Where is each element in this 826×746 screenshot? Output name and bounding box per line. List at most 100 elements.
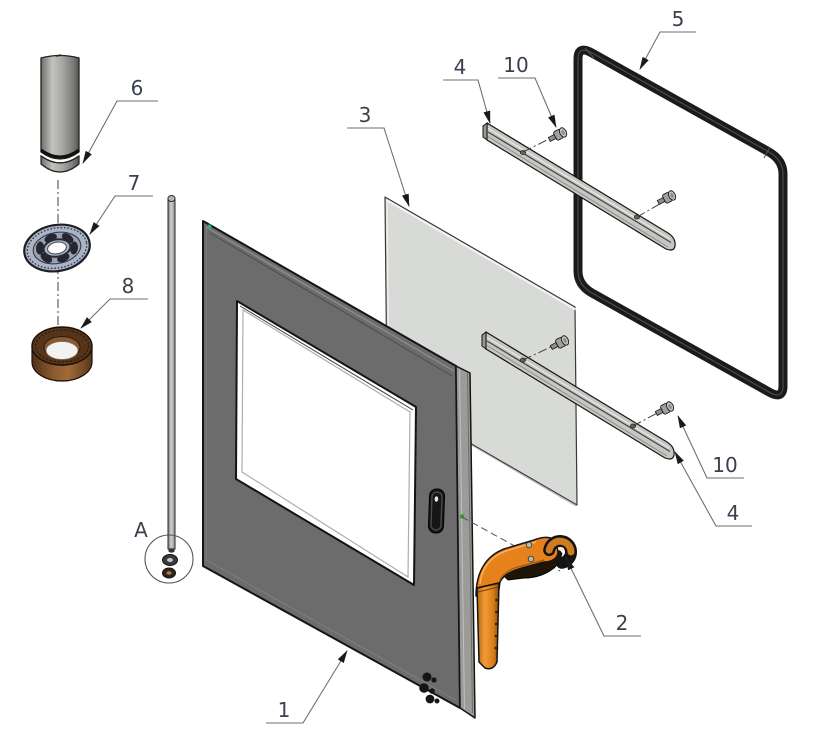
screw-top-right: [655, 189, 678, 208]
callout-4-top-leader: [443, 79, 491, 124]
callouts: 6 7 8 3 4 10 5 10: [80, 7, 752, 724]
washer-hole: [47, 241, 67, 255]
handle-grip-joint: [476, 582, 500, 589]
bracket-end-cap: [482, 122, 488, 141]
spoked-washer: [23, 223, 91, 273]
cylinder-groove: [40, 148, 80, 159]
screw-axis-line: [522, 344, 556, 361]
bracket-ridge-light: [486, 337, 670, 449]
door-window-bevel-shadow: [239, 305, 414, 411]
door-side-highlight: [459, 369, 465, 710]
cylinder-body: [40, 54, 80, 160]
door-window-bevel: [241, 308, 411, 579]
bracket-ridge-light: [487, 128, 671, 240]
washer-cutouts: [36, 233, 78, 263]
rod-body: [167, 198, 176, 550]
bracket-end-cap: [481, 331, 487, 350]
detail-circle-outline: [144, 534, 194, 584]
bracket-body: [486, 122, 676, 251]
hinge-rod: [167, 195, 176, 553]
callout-5-label: 5: [672, 7, 685, 31]
callout-2: 2: [565, 557, 641, 637]
bracket-ridge-mid: [486, 345, 668, 457]
screw-top-left: [546, 126, 569, 145]
door-corner-vertex-dot: [207, 224, 212, 229]
bronze-bushing-ring: [31, 326, 93, 382]
callout-2-label: 2: [616, 611, 629, 635]
hinge-bushing-cylinder: [40, 54, 80, 173]
cylinder-bottom-cap: [40, 154, 80, 173]
door-top-bevel-dark: [209, 232, 453, 377]
callout-10-bottom: 10: [677, 415, 744, 479]
callout-8-leader: [80, 298, 148, 329]
rod-bottom-tip: [168, 548, 175, 553]
detail-washer-1-hole: [167, 558, 173, 562]
callout-1-leader: [266, 650, 348, 724]
callout-4-bottom-leader: [674, 451, 752, 527]
callout-10-top-leader: [498, 77, 557, 128]
callout-5: 5: [639, 7, 696, 70]
callout-10-top-label: 10: [503, 53, 528, 77]
handle-hook-face: [545, 537, 575, 556]
callout-8: 8: [80, 274, 148, 329]
callout-10-bottom-leader: [677, 415, 744, 479]
handle-mount-screw: [525, 541, 533, 549]
handle-arm-shade: [499, 559, 545, 581]
door-handle-slot: [427, 488, 446, 534]
callout-7-leader: [89, 195, 153, 235]
callout-8-label: 8: [122, 274, 135, 298]
callout-10-bottom-label: 10: [712, 453, 737, 477]
gasket-corner-seam: [584, 47, 595, 59]
screw-bottom-right: [653, 400, 676, 419]
screw-axis-line: [636, 201, 664, 218]
detail-view-circle: [144, 534, 194, 584]
callout-2-leader: [565, 557, 641, 637]
detail-view-label: A: [134, 518, 148, 542]
handle-grip: [476, 582, 500, 670]
detail-washer-2-hole: [166, 571, 172, 575]
callout-6-leader: [82, 100, 158, 164]
callout-7: 7: [89, 171, 153, 235]
cylinder-top-mark: [55, 54, 62, 57]
ring-rim-texture: [34, 329, 90, 363]
handle-grip-bumps: [494, 598, 498, 650]
bracket-ridge-mid: [487, 136, 669, 248]
callout-4-bottom: 4: [674, 451, 752, 527]
callout-10-top: 10: [498, 53, 557, 128]
inner-glass-panel: [384, 196, 578, 507]
ring-hole: [45, 341, 79, 360]
callout-7-label: 7: [128, 171, 141, 195]
door-handle: [461, 516, 578, 670]
handle-hook-glint: [558, 547, 564, 551]
door-top-bevel-light: [205, 226, 455, 372]
screw-axis-line: [632, 410, 662, 427]
glass-retainer-bracket-bottom: [481, 331, 675, 460]
door-outer-panel: [202, 220, 476, 719]
washer-rim-texture: [26, 226, 88, 270]
callout-3-leader: [347, 127, 410, 207]
callout-5-leader: [639, 31, 696, 70]
bracket-body: [485, 331, 675, 460]
gasket-corner-seam: [763, 146, 771, 159]
bracket-ridge-dark: [486, 340, 671, 453]
door-side-shadow: [467, 372, 473, 714]
handle-grip-joint2: [477, 586, 499, 593]
glass-top-edge-highlight: [385, 199, 577, 311]
gasket-tube-highlight: [577, 49, 784, 396]
screw-axis-line: [522, 136, 554, 153]
callout-3: 3: [347, 103, 410, 207]
callout-4-top: 4: [443, 55, 491, 124]
glass-retainer-bracket-top: [482, 122, 676, 251]
door-window-cutout: [235, 300, 417, 586]
callout-1-label: 1: [278, 698, 291, 722]
callout-4-top-label: 4: [454, 55, 467, 79]
callout-1: 1: [266, 650, 348, 724]
callout-6-label: 6: [131, 76, 144, 100]
handle-mount-screw: [527, 555, 535, 563]
rod-top-cap: [167, 195, 176, 202]
retainer-screws: [522, 126, 678, 427]
callout-6: 6: [82, 76, 158, 164]
door-gasket-frame: [573, 45, 788, 400]
